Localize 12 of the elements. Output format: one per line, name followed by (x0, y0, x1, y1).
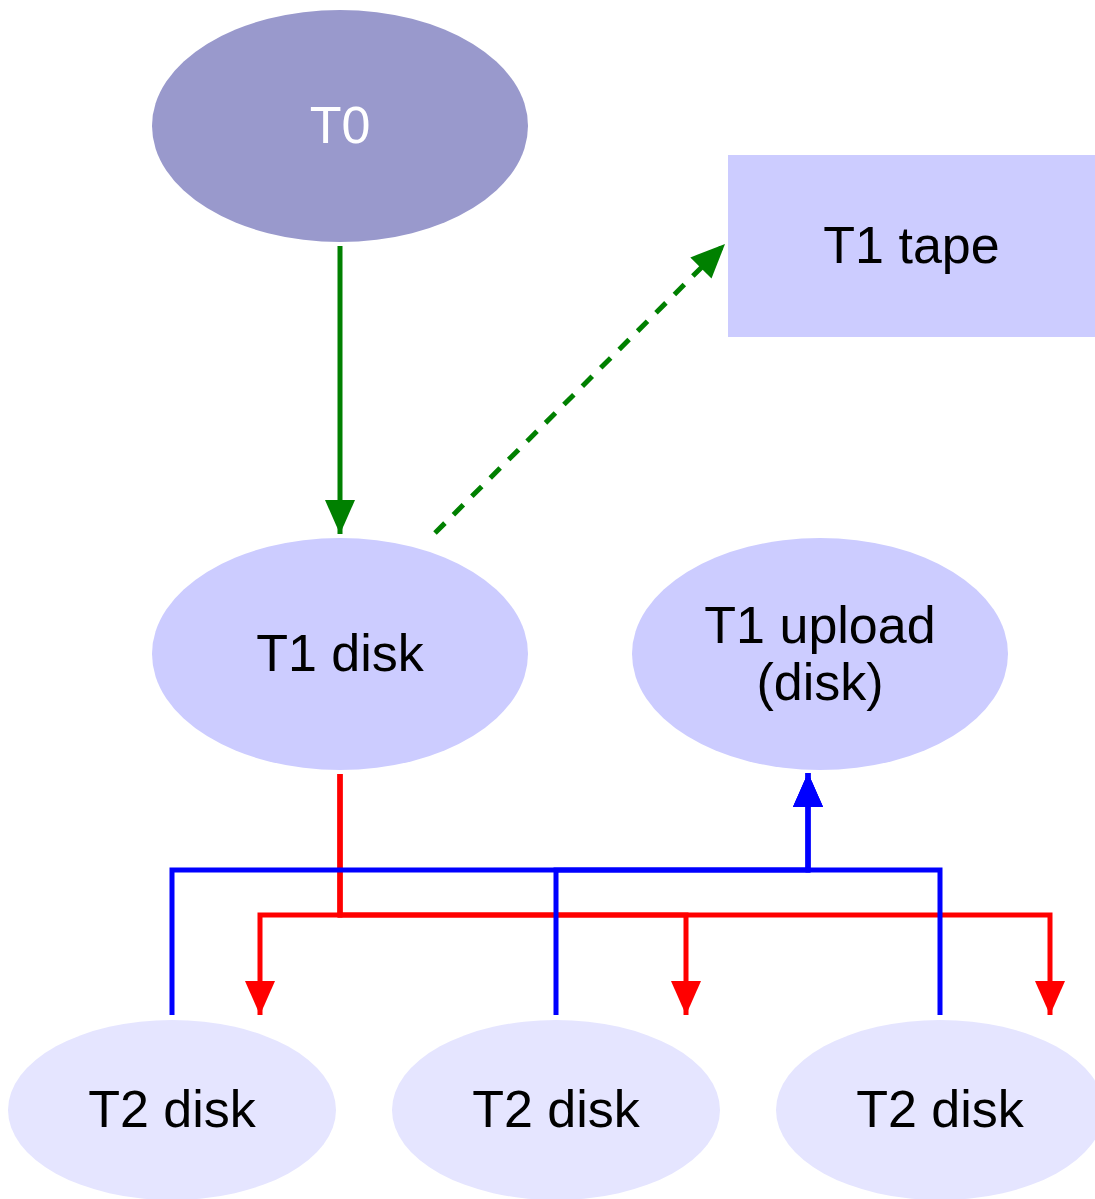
arrow (433, 242, 727, 535)
node-label: T1 tape (823, 217, 1000, 275)
arrow (325, 246, 355, 534)
node-label: T1 disk (256, 625, 424, 683)
rectangle-node (728, 155, 1095, 337)
node-label: T2 disk (88, 1081, 256, 1139)
node-label: T2 disk (472, 1081, 640, 1139)
node-label: T2 disk (856, 1081, 1024, 1139)
arrow (337, 774, 1065, 1015)
arrow (793, 773, 943, 1015)
node-label: T0 (309, 97, 371, 155)
node-label: T1 upload (disk) (703, 596, 937, 712)
